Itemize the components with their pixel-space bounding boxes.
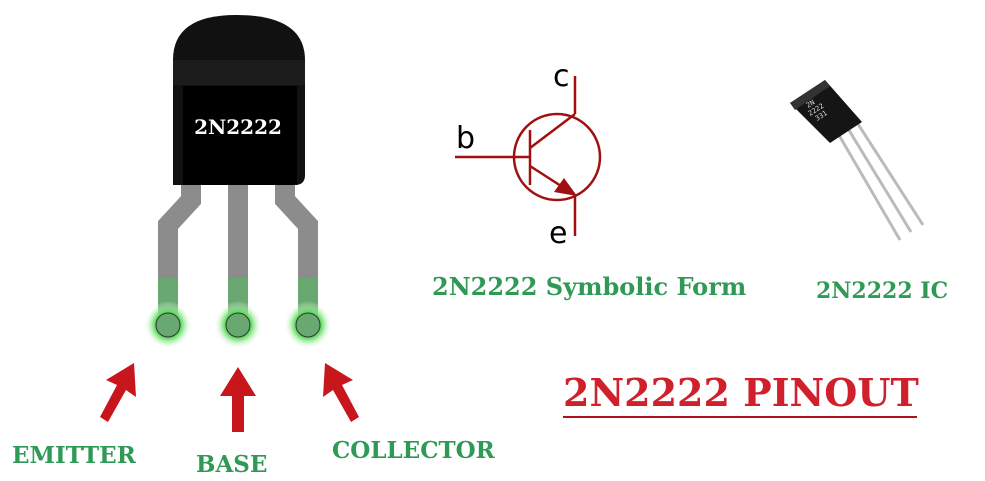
ic-photo: 2N 2222 331 <box>790 80 925 241</box>
package-marking: 2N2222 <box>194 115 282 139</box>
base-label: BASE <box>196 451 268 478</box>
symbol-base-label: b <box>456 121 475 156</box>
ic-marking-line: 2N <box>805 98 816 109</box>
symbol-collector-label: c <box>553 59 570 94</box>
emitter-arrow-icon <box>100 363 136 422</box>
emitter-label: EMITTER <box>12 442 136 469</box>
symbol-emitter-label: e <box>549 216 567 251</box>
base-arrow-icon <box>220 367 256 432</box>
collector-arrow-icon <box>323 363 359 422</box>
transistor-symbol <box>455 76 602 236</box>
ic-caption: 2N2222 IC <box>816 278 949 304</box>
page-title: 2N2222 PINOUT <box>563 370 919 415</box>
pin-pads <box>144 301 332 349</box>
collector-label: COLLECTOR <box>332 437 495 464</box>
symbol-caption: 2N2222 Symbolic Form <box>432 272 747 301</box>
pin-arrows <box>100 363 359 432</box>
